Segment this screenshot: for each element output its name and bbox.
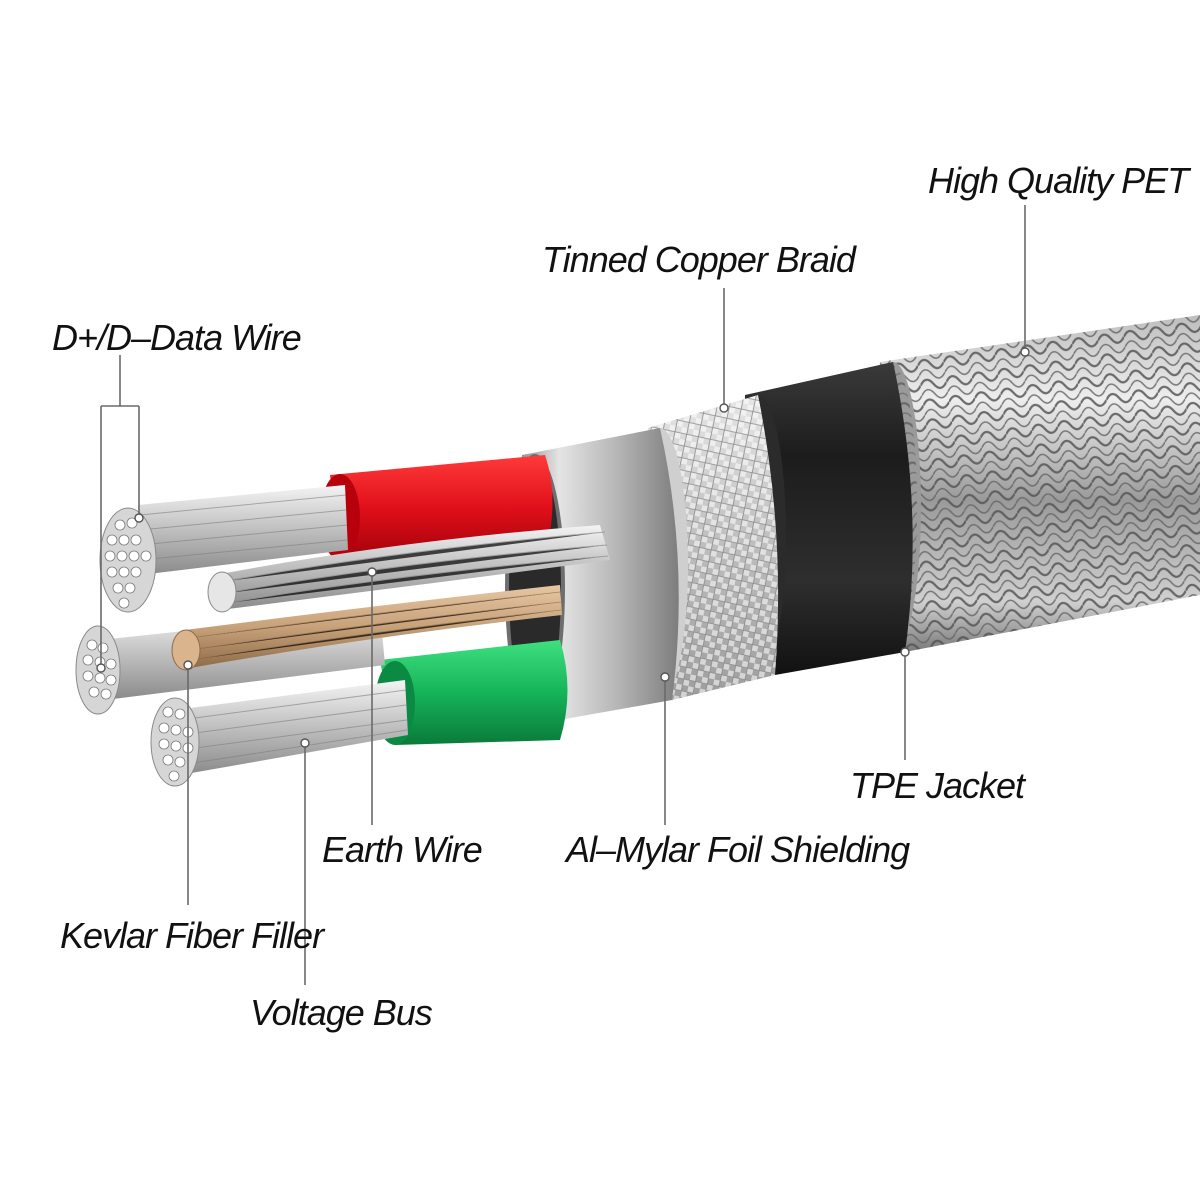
earth-wire-strands: [207, 525, 610, 613]
pet-braid-sleeve: [865, 315, 1200, 652]
dot-data-wire-2: [96, 663, 106, 673]
label-foil-shielding: Al–Mylar Foil Shielding: [564, 829, 910, 870]
kevlar-fiber: [171, 585, 562, 671]
dot-tpe-jacket: [900, 647, 910, 657]
voltage-bus-strands: [150, 680, 408, 787]
label-data-wire: D+/D–Data Wire: [52, 317, 301, 358]
dot-kevlar: [183, 660, 193, 670]
red-data-wire: [99, 455, 553, 613]
label-pet: High Quality PET: [928, 160, 1192, 201]
dot-pet: [1020, 347, 1030, 357]
label-copper-braid: Tinned Copper Braid: [542, 239, 857, 280]
label-kevlar: Kevlar Fiber Filler: [60, 915, 326, 956]
label-voltage-bus: Voltage Bus: [250, 992, 433, 1033]
dot-copper-braid: [719, 403, 729, 413]
label-earth-wire: Earth Wire: [322, 829, 482, 870]
leader-data-wire: [100, 355, 140, 668]
leader-lines: [96, 205, 1030, 985]
labels: D+/D–Data Wire Tinned Copper Braid High …: [52, 160, 1193, 1033]
dot-earth-wire: [367, 567, 377, 577]
dot-voltage-bus: [300, 738, 310, 748]
cable-illustration: [75, 315, 1200, 787]
dot-foil: [660, 672, 670, 682]
dot-data-wire-1: [134, 513, 144, 523]
label-tpe-jacket: TPE Jacket: [850, 765, 1027, 806]
